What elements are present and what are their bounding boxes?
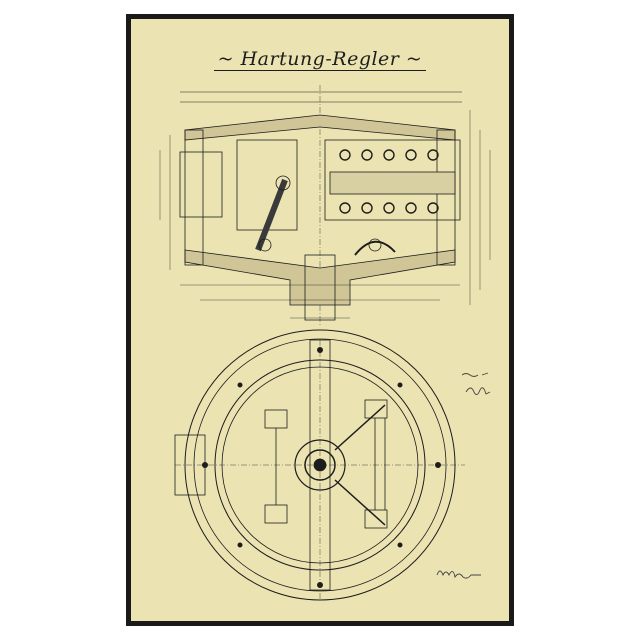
date-initials-note [461, 372, 491, 395]
plan-view [174, 329, 465, 601]
left-weight [179, 151, 223, 218]
right-post [436, 129, 456, 266]
signature [436, 570, 481, 579]
spring-housing [324, 139, 461, 221]
spring-coils [339, 149, 439, 214]
spring-rod [329, 171, 456, 195]
cross-bar [309, 339, 331, 591]
lever-arm [255, 178, 288, 252]
top-cover [184, 114, 456, 141]
section-elevation-view [159, 85, 491, 325]
left-post [184, 129, 204, 266]
shaft [304, 254, 336, 321]
flyweight [236, 139, 298, 231]
drawing-title: ~ Hartung-Regler ~ [0, 48, 640, 71]
bolt-holes [202, 347, 441, 588]
dimension-lines [159, 110, 491, 319]
title-text: Hartung-Regler [240, 48, 400, 70]
base-housing [184, 249, 456, 306]
